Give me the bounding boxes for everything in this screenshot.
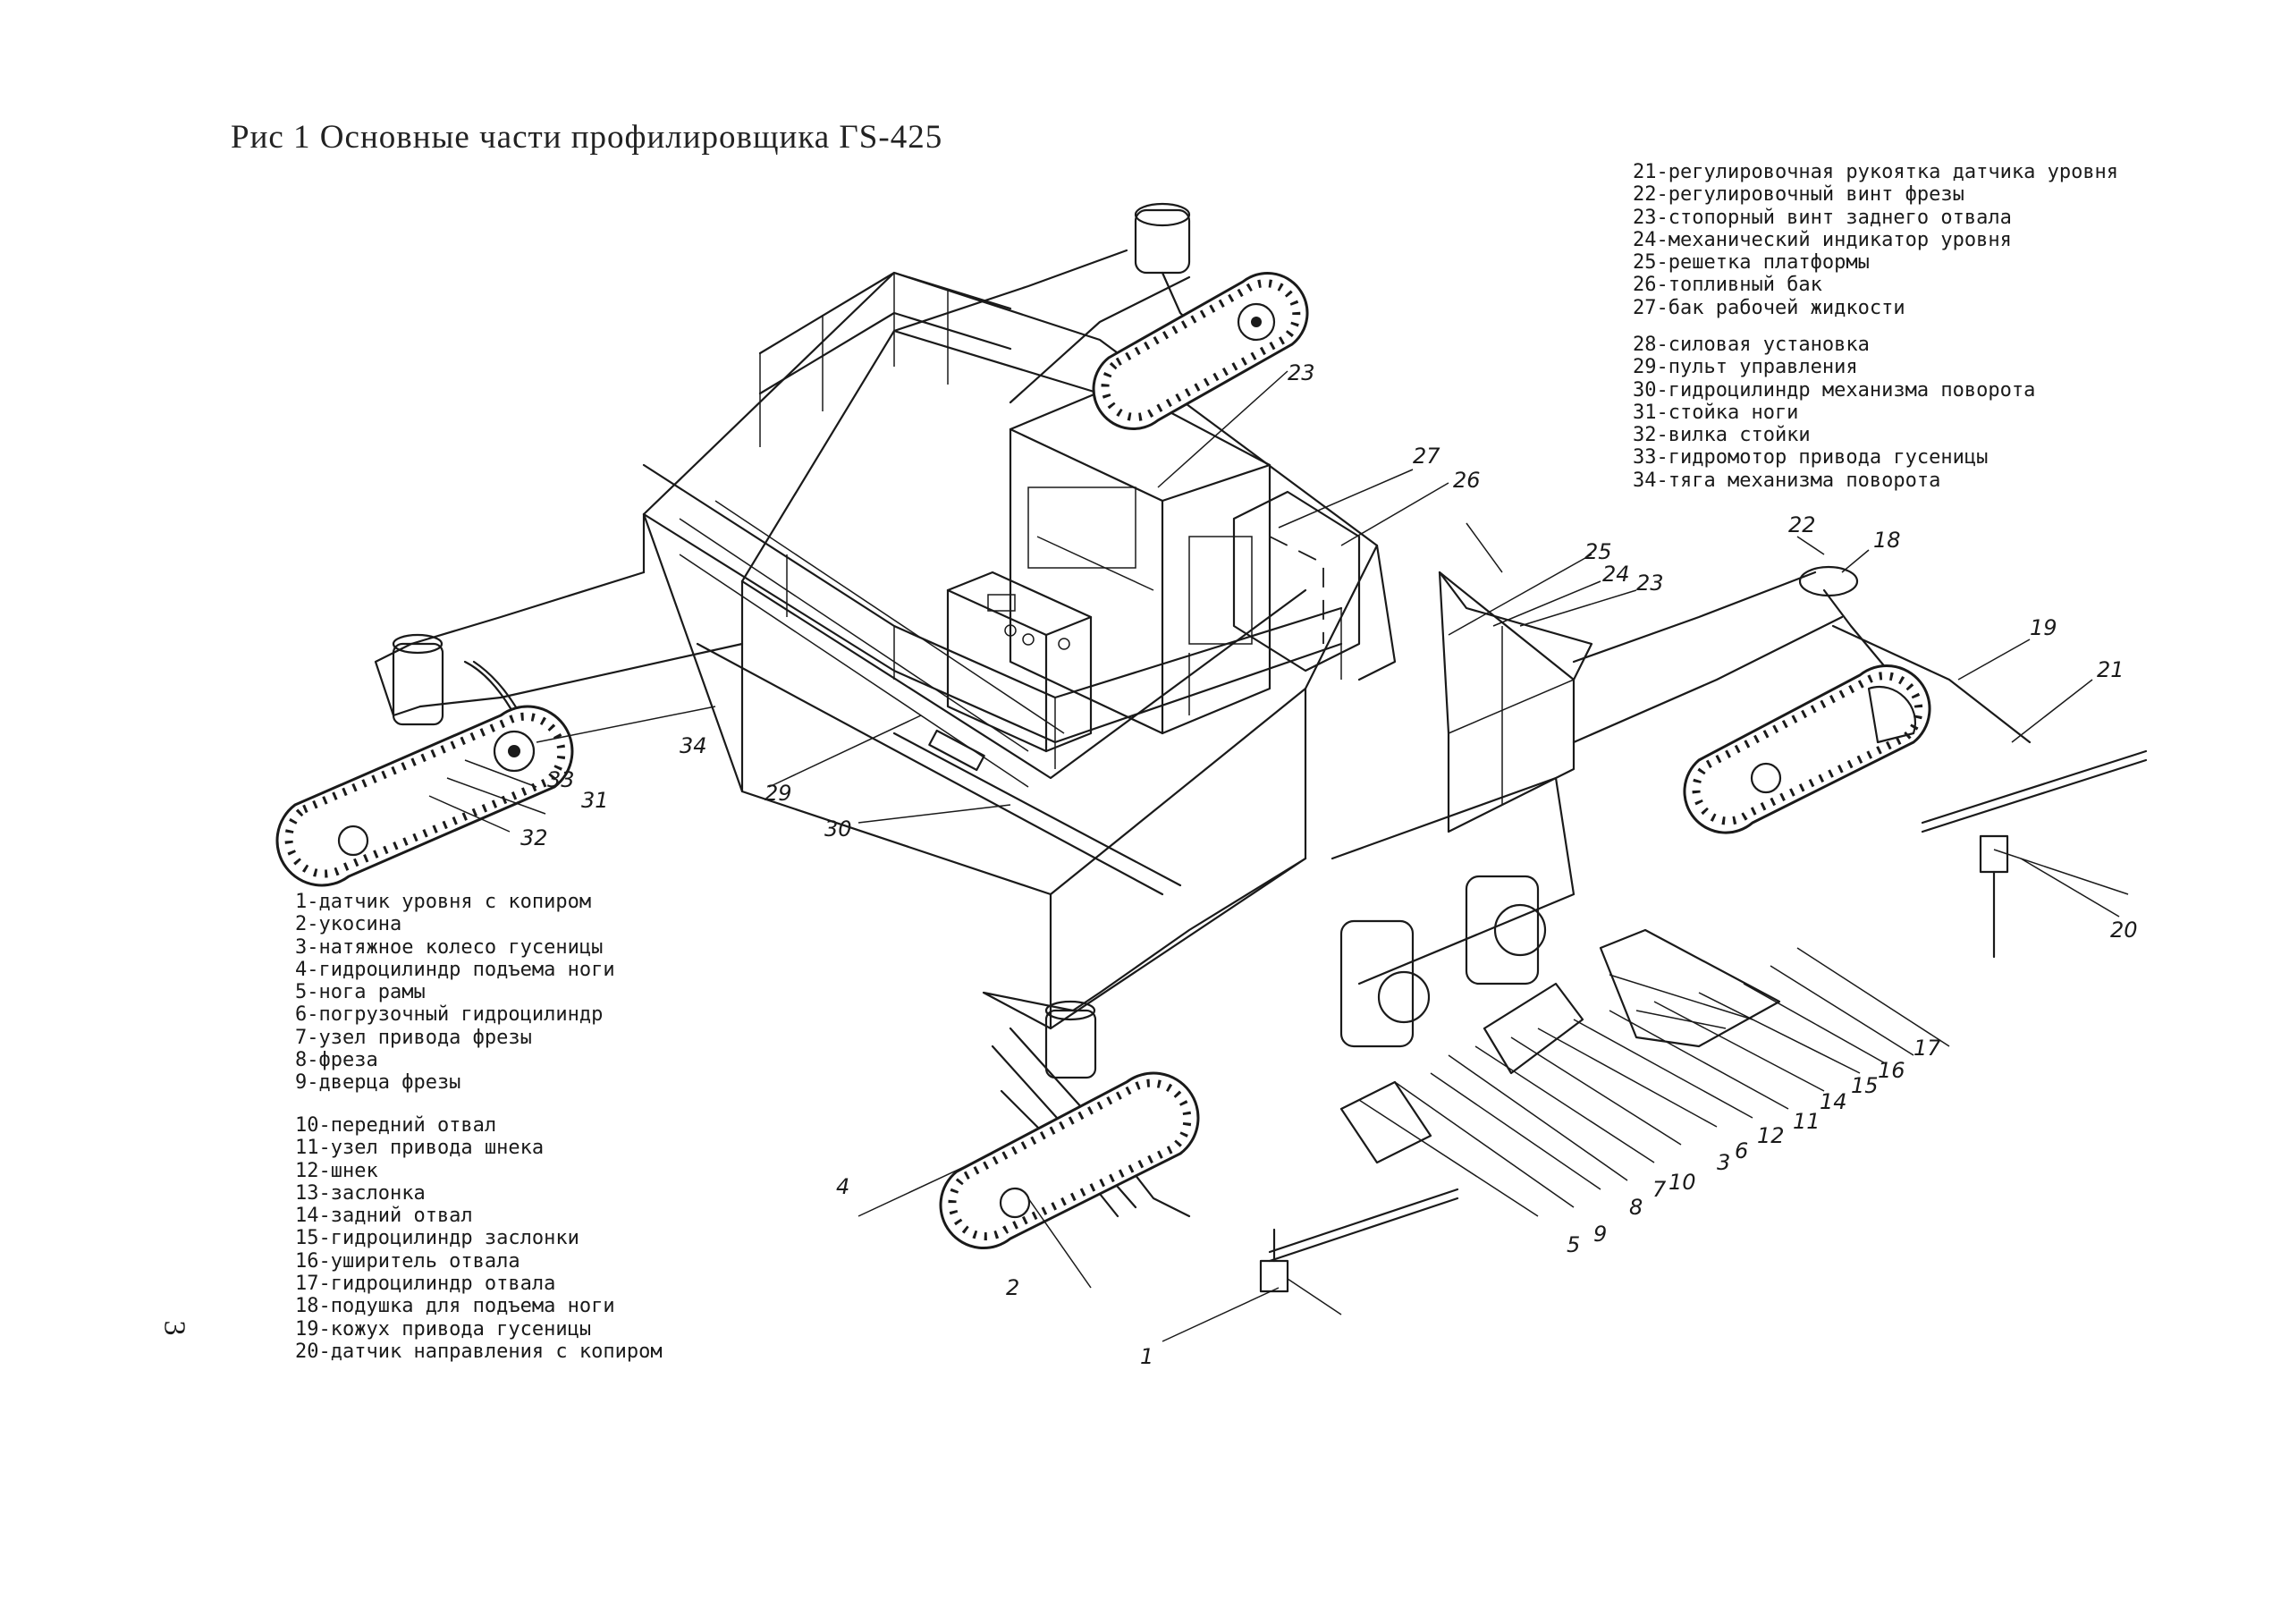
legend-item: 15-гидроцилиндр заслонки: [295, 1227, 579, 1250]
control-panel: [946, 571, 1093, 753]
callout-23-top: 23: [1288, 360, 1315, 385]
legend-item: 10-передний отвал: [295, 1114, 497, 1137]
legend-item: 11-узел привода шнека: [295, 1137, 545, 1160]
callout-11: 11: [1793, 1109, 1821, 1134]
callout-32: 32: [520, 825, 548, 850]
legend-item: 27-бак рабочей жидкости: [1633, 296, 1905, 319]
rear-right-track: [1683, 664, 1931, 834]
legend-item: 25-решетка платформы: [1633, 251, 1870, 275]
callout-23-right: 23: [1636, 571, 1664, 596]
leader-lines: [428, 370, 2120, 1342]
callout-7: 7: [1652, 1177, 1667, 1202]
callout-34: 34: [680, 733, 707, 758]
rear-left-track: [1092, 272, 1309, 430]
legend-item: 19-кожух привода гусеницы: [295, 1317, 592, 1341]
callout-10: 10: [1669, 1170, 1696, 1195]
legend-item: 18-подушка для подъема ноги: [295, 1295, 615, 1318]
legend-item: 24-механический индикатор уровня: [1633, 228, 2012, 251]
page-number: 3: [157, 1320, 191, 1336]
callout-9: 9: [1593, 1222, 1607, 1247]
callout-6: 6: [1735, 1138, 1748, 1163]
rear-guard-cage: [1357, 544, 1593, 833]
callout-14: 14: [1820, 1089, 1847, 1114]
legend-item: 17-гидроцилиндр отвала: [295, 1273, 556, 1296]
callout-8: 8: [1629, 1195, 1643, 1220]
rear-left-leg: [892, 202, 1227, 404]
figure-caption: Рис 1 Основные части профилировщика ГS-4…: [231, 119, 943, 156]
legend-item: 2-укосина: [295, 913, 402, 936]
legend-parts-28-34: 28-силовая установка 29-пульт управления…: [1633, 334, 2035, 492]
callout-31: 31: [581, 788, 609, 813]
legend-item: 9-дверца фрезы: [295, 1071, 461, 1095]
legend-item: 3-натяжное колесо гусеницы: [295, 935, 604, 959]
callout-20: 20: [2110, 918, 2138, 943]
legend-parts-21-27: 21-регулировочная рукоятка датчика уровн…: [1633, 161, 2118, 319]
platform-railing: [642, 271, 1343, 769]
callout-17: 17: [1914, 1036, 1941, 1061]
callout-2: 2: [1006, 1275, 1019, 1300]
callout-33: 33: [547, 767, 575, 792]
callout-12: 12: [1757, 1123, 1785, 1148]
legend-item: 29-пульт управления: [1633, 356, 1858, 379]
legend-item: 34-тяга механизма поворота: [1633, 469, 1941, 492]
callout-18: 18: [1873, 528, 1901, 553]
level-sensor: [1259, 1188, 1459, 1315]
callout-21: 21: [2097, 657, 2125, 682]
legend-item: 30-гидроцилиндр механизма поворота: [1633, 378, 2036, 402]
callout-1: 1: [1140, 1344, 1153, 1369]
callout-5: 5: [1567, 1232, 1580, 1257]
legend-item: 16-уширитель отвала: [295, 1249, 520, 1273]
legend-item: 4-гидроцилиндр подъема ноги: [295, 958, 615, 981]
legend-item: 28-силовая установка: [1633, 334, 1870, 356]
legend-item: 23-стопорный винт заднего отвала: [1633, 206, 2012, 229]
callout-30: 30: [824, 816, 852, 842]
callout-16: 16: [1878, 1058, 1905, 1083]
legend-item: 14-задний отвал: [295, 1205, 473, 1228]
legend-item: 5-нога рамы: [295, 981, 426, 1004]
legend-item: 13-заслонка: [295, 1181, 426, 1205]
callout-4: 4: [836, 1174, 849, 1199]
callout-27: 27: [1413, 444, 1440, 469]
callout-15: 15: [1851, 1073, 1879, 1098]
callout-19: 19: [2030, 615, 2057, 640]
front-left-leg: [374, 571, 744, 780]
callout-26: 26: [1453, 468, 1481, 493]
callout-numbers: 23 27 26 25 24 23 22 18 19 21 20 34 29 3…: [520, 360, 2138, 1369]
legend-item: 32-вилка стойки: [1633, 424, 1811, 447]
fuel-and-hydraulic-tanks: [1232, 490, 1361, 672]
legend-item: 8-фреза: [295, 1049, 378, 1072]
legend-parts-1-9: 1-датчик уровня с копиром 2-укосина 3-на…: [295, 891, 615, 1095]
callout-22: 22: [1788, 512, 1816, 537]
callout-3: 3: [1717, 1150, 1730, 1175]
direction-sensor: [1921, 749, 2148, 959]
legend-item: 31-стойка ноги: [1633, 401, 1799, 424]
front-right-track: [939, 1071, 1200, 1250]
legend-item: 1-датчик уровня с копиром: [295, 891, 592, 913]
callout-25: 25: [1584, 539, 1612, 564]
legend-item: 6-погрузочный гидроцилиндр: [295, 1003, 604, 1027]
front-left-track: [275, 705, 574, 887]
legend-item: 21-регулировочная рукоятка датчика уровн…: [1633, 161, 2119, 183]
legend-item: 26-топливный бак: [1633, 274, 1822, 297]
legend-item: 22-регулировочный винт фрезы: [1633, 183, 1964, 207]
legend-parts-10-20: 10-передний отвал 11-узел привода шнека …: [295, 1114, 663, 1363]
steering-rods: [696, 642, 1182, 896]
legend-item: 33-гидромотор привода гусеницы: [1633, 446, 1989, 469]
legend-item: 20-датчик направления с копиром: [295, 1340, 663, 1363]
callout-29: 29: [765, 781, 792, 806]
legend-item: 7-узел привода фрезы: [295, 1026, 532, 1049]
callout-24: 24: [1602, 562, 1630, 587]
legend-item: 12-шнек: [295, 1159, 378, 1182]
milling-assembly: [1331, 776, 1781, 1164]
rear-right-leg: [1572, 565, 2032, 744]
